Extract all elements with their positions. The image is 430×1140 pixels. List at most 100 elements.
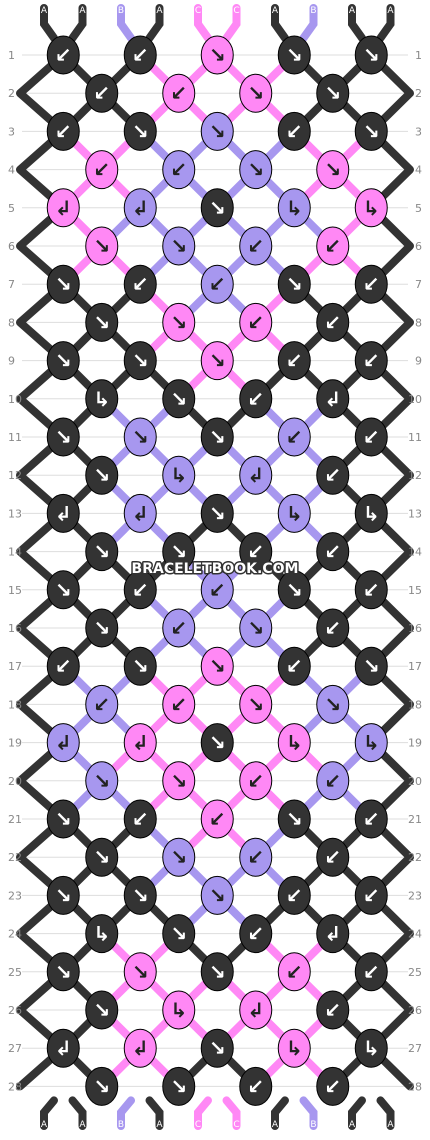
knot-direction-arrow: ↲ — [324, 387, 341, 411]
row-number-right: 20 — [408, 775, 422, 788]
knot-direction-arrow: ↘ — [93, 310, 110, 334]
knot-direction-arrow: ↙ — [363, 883, 380, 907]
knot-direction-arrow: ↲ — [247, 998, 264, 1022]
row-number-right: 12 — [408, 469, 422, 482]
knot: ↙ — [354, 417, 388, 457]
knot-direction-arrow: ↙ — [286, 425, 303, 449]
string-top-end — [40, 4, 58, 42]
knot: ↘ — [200, 188, 234, 228]
knot-body — [46, 111, 80, 151]
row-number-right: 13 — [408, 507, 422, 520]
knot: ↙ — [123, 570, 157, 610]
knot-body — [123, 188, 157, 228]
knot: ↙ — [354, 799, 388, 839]
knot-direction-arrow: ↙ — [286, 960, 303, 984]
knot-body — [277, 35, 311, 75]
string-bottom-end — [348, 1096, 366, 1130]
knot-direction-arrow: ↘ — [247, 81, 264, 105]
knot-body — [162, 73, 196, 113]
knot: ↲ — [46, 723, 80, 763]
knot-body — [239, 608, 273, 648]
knot-body — [277, 1028, 311, 1068]
knot-direction-arrow: ↳ — [93, 387, 110, 411]
knot-body — [316, 837, 350, 877]
knot: ↙ — [316, 302, 350, 342]
string-label-bottom: A — [79, 1120, 86, 1130]
knot-direction-arrow: ↘ — [209, 501, 226, 525]
knot-body — [316, 455, 350, 495]
string-label-top: B — [118, 6, 124, 16]
knot: ↘ — [46, 417, 80, 457]
knot-direction-arrow: ↘ — [209, 196, 226, 220]
string-label-bottom: C — [195, 1120, 201, 1130]
knot: ↘ — [239, 608, 273, 648]
row-number-left: 10 — [8, 393, 22, 406]
knot-body — [277, 417, 311, 457]
knot-direction-arrow: ↘ — [363, 654, 380, 678]
knot: ↙ — [316, 761, 350, 801]
knot-direction-arrow: ↘ — [209, 119, 226, 143]
knot-body — [277, 111, 311, 151]
knot-direction-arrow: ↲ — [132, 501, 149, 525]
knot: ↙ — [239, 914, 273, 954]
knot: ↙ — [123, 35, 157, 75]
knot-direction-arrow: ↘ — [93, 616, 110, 640]
row-number-left: 7 — [8, 278, 15, 291]
knot-body — [162, 532, 196, 572]
knot: ↘ — [123, 417, 157, 457]
knot: ↘ — [123, 875, 157, 915]
knot: ↙ — [277, 646, 311, 686]
knot-direction-arrow: ↙ — [324, 845, 341, 869]
knot: ↳ — [354, 188, 388, 228]
row-number-right: 21 — [408, 813, 422, 826]
knot: ↘ — [200, 111, 234, 151]
knot-body — [239, 761, 273, 801]
knot-direction-arrow: ↘ — [93, 1074, 110, 1098]
knot: ↙ — [239, 302, 273, 342]
knot: ↙ — [239, 226, 273, 266]
knot: ↘ — [200, 1028, 234, 1068]
knot-direction-arrow: ↙ — [247, 540, 264, 564]
knot-body — [46, 799, 80, 839]
knot-body — [162, 455, 196, 495]
knot: ↳ — [162, 990, 196, 1030]
knot: ↙ — [162, 684, 196, 724]
knot: ↲ — [123, 188, 157, 228]
string-ends — [40, 4, 395, 1130]
knot: ↙ — [316, 226, 350, 266]
knot-direction-arrow: ↙ — [324, 616, 341, 640]
knot-direction-arrow: ↘ — [209, 425, 226, 449]
knot-direction-arrow: ↘ — [93, 540, 110, 564]
knot-direction-arrow: ↘ — [209, 1036, 226, 1060]
knot-body — [46, 1028, 80, 1068]
string-label-bottom: B — [118, 1120, 124, 1130]
knot: ↘ — [316, 73, 350, 113]
knot-body — [239, 990, 273, 1030]
knot: ↙ — [200, 799, 234, 839]
knot-body — [123, 646, 157, 686]
knot-body — [200, 111, 234, 151]
row-number-left: 21 — [8, 813, 22, 826]
knot-direction-arrow: ↲ — [55, 501, 72, 525]
knot: ↙ — [239, 532, 273, 572]
knot-body — [200, 35, 234, 75]
knot-body — [239, 1066, 273, 1106]
row-number-left: 9 — [8, 355, 15, 368]
knot-direction-arrow: ↙ — [209, 807, 226, 831]
knot: ↘ — [46, 799, 80, 839]
knot-direction-arrow: ↘ — [209, 883, 226, 907]
knot-body — [162, 226, 196, 266]
knot-body — [162, 608, 196, 648]
knot-body — [46, 264, 80, 304]
knot: ↘ — [85, 532, 119, 572]
string-top-end — [145, 4, 164, 42]
knot-body — [123, 341, 157, 381]
knot-body — [277, 264, 311, 304]
knot: ↳ — [85, 379, 119, 419]
knot: ↘ — [277, 35, 311, 75]
knot: ↙ — [316, 532, 350, 572]
knot-direction-arrow: ↲ — [247, 463, 264, 487]
row-number-left: 22 — [8, 851, 22, 864]
